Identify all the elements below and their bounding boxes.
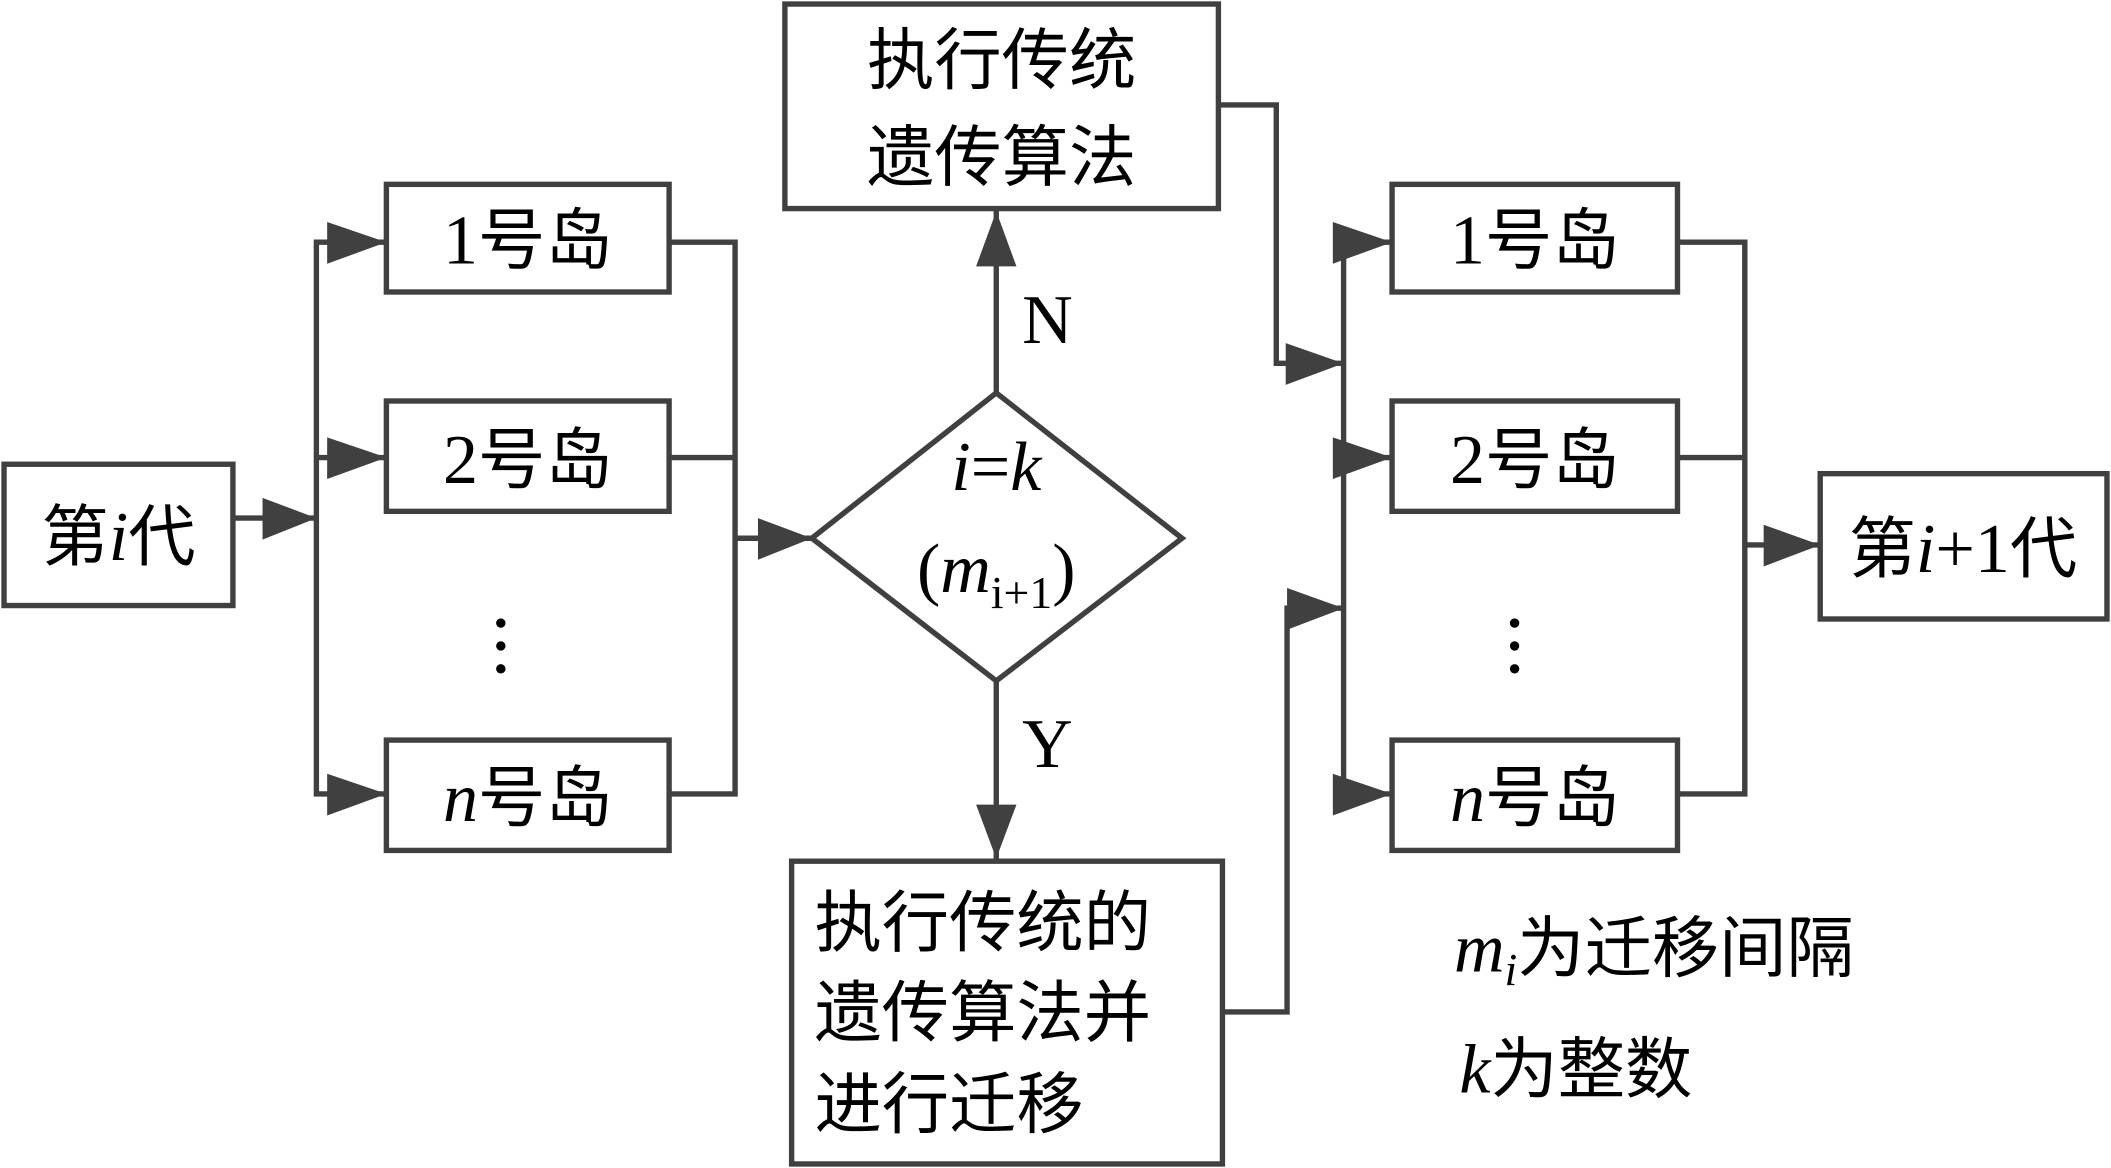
left-collector-bus bbox=[669, 239, 812, 797]
svg-text:(mi+1): (mi+1) bbox=[917, 531, 1076, 618]
arrow-to-right-island-1 bbox=[1332, 222, 1393, 264]
start-node-suffix: 代 bbox=[128, 498, 195, 576]
right-island-1: 1号岛 bbox=[1389, 181, 1681, 295]
start-node-var: i bbox=[109, 499, 128, 576]
right-island-n-label: 号岛 bbox=[1485, 759, 1620, 837]
process-yes-line-1: 执行传统的 bbox=[815, 884, 1151, 962]
arrow-to-right-island-n bbox=[1332, 773, 1393, 816]
svg-text:第i代: 第i代 bbox=[41, 498, 195, 576]
end-node-generation-i-plus-1: 第i+1代 bbox=[1817, 470, 2110, 622]
left-island-1: 1号岛 bbox=[383, 181, 672, 295]
process-no-line-1: 执行传统 bbox=[867, 21, 1136, 99]
svg-text:n号岛: n号岛 bbox=[1450, 759, 1620, 837]
svg-text:n号岛: n号岛 bbox=[443, 759, 613, 837]
branch-yes-label: Y bbox=[1022, 706, 1073, 783]
right-island-n: n号岛 bbox=[1389, 737, 1681, 854]
arrow-up-to-process-no bbox=[976, 211, 1017, 267]
right-island-2: 2号岛 bbox=[1389, 398, 1681, 515]
decision-node-i-equals-k: i=k (mi+1) bbox=[807, 389, 1187, 685]
process-yes-line-2: 遗传算法并 bbox=[815, 974, 1151, 1052]
arrow-to-right-island-2 bbox=[1332, 437, 1393, 480]
svg-text:i=k: i=k bbox=[951, 429, 1043, 506]
process-traditional-ga: 执行传统 遗传算法 bbox=[782, 1, 1222, 212]
right-island-1-label: 号岛 bbox=[1485, 202, 1620, 280]
start-node-prefix: 第 bbox=[41, 498, 108, 576]
branch-no-label: N bbox=[1022, 282, 1073, 359]
decision-subscript: i+1 bbox=[991, 567, 1052, 618]
legend: mi为迁移间隔 k为整数 bbox=[1454, 910, 1854, 1109]
decision-paren-close: ) bbox=[1052, 531, 1075, 608]
arrow-to-end-node bbox=[1763, 524, 1821, 567]
right-islands-ellipsis bbox=[1509, 618, 1520, 674]
right-island-2-num: 2 bbox=[1450, 422, 1485, 499]
arrow-process-no-to-right-bus bbox=[1218, 102, 1344, 385]
process-yes-line-3: 进行迁移 bbox=[815, 1066, 1084, 1144]
left-distribution-bus bbox=[313, 222, 387, 816]
right-island-n-num: n bbox=[1450, 760, 1485, 837]
branch-no: N bbox=[976, 208, 1073, 393]
right-island-2-label: 号岛 bbox=[1485, 421, 1620, 499]
legend-item-migration-interval: mi为迁移间隔 bbox=[1454, 910, 1854, 995]
arrow-to-decision bbox=[757, 518, 812, 560]
left-island-n-label: 号岛 bbox=[478, 759, 613, 837]
end-node-prefix: 第 bbox=[1849, 510, 1916, 588]
end-node-op: +1 bbox=[1935, 511, 2009, 588]
decision-op: = bbox=[971, 429, 1010, 506]
left-islands-ellipsis bbox=[496, 618, 506, 674]
left-island-2: 2号岛 bbox=[383, 398, 672, 515]
svg-text:2号岛: 2号岛 bbox=[1450, 421, 1620, 499]
right-distribution-bus bbox=[1332, 222, 1393, 816]
left-island-2-num: 2 bbox=[443, 422, 478, 499]
decision-var-k: k bbox=[1010, 429, 1043, 506]
left-island-n-num: n bbox=[443, 760, 478, 837]
svg-text:第i+1代: 第i+1代 bbox=[1849, 510, 2078, 588]
end-node-var: i bbox=[1916, 511, 1935, 588]
start-node-generation-i: 第i代 bbox=[1, 461, 236, 609]
process-ga-with-migration: 执行传统的 遗传算法并 进行迁移 bbox=[788, 858, 1226, 1167]
left-island-1-label: 号岛 bbox=[478, 202, 613, 280]
svg-text:1号岛: 1号岛 bbox=[1450, 202, 1620, 280]
end-node-suffix: 代 bbox=[2010, 510, 2077, 588]
decision-paren-open: ( bbox=[917, 531, 940, 608]
svg-text:1号岛: 1号岛 bbox=[443, 202, 613, 280]
decision-var-i: i bbox=[951, 429, 970, 506]
right-collector-bus bbox=[1677, 239, 1821, 797]
left-island-2-label: 号岛 bbox=[478, 421, 613, 499]
arrow-to-left-island-n bbox=[327, 773, 387, 816]
arrow-to-left-island-2 bbox=[327, 437, 387, 480]
arrow-down-to-process-yes bbox=[976, 804, 1017, 859]
branch-yes: Y bbox=[976, 680, 1073, 862]
arrow-process-yes-to-right-bus bbox=[1222, 588, 1344, 1015]
arrow-start-to-left-bus bbox=[232, 497, 317, 540]
process-no-line-2: 遗传算法 bbox=[867, 118, 1136, 196]
left-island-1-num: 1 bbox=[443, 203, 478, 280]
legend-item-k-integer: k为整数 bbox=[1459, 1031, 1692, 1109]
left-island-n: n号岛 bbox=[383, 737, 672, 854]
decision-var-m: m bbox=[940, 531, 991, 608]
svg-text:2号岛: 2号岛 bbox=[443, 421, 613, 499]
arrow-to-left-island-1 bbox=[327, 222, 387, 264]
right-island-1-num: 1 bbox=[1450, 203, 1485, 280]
